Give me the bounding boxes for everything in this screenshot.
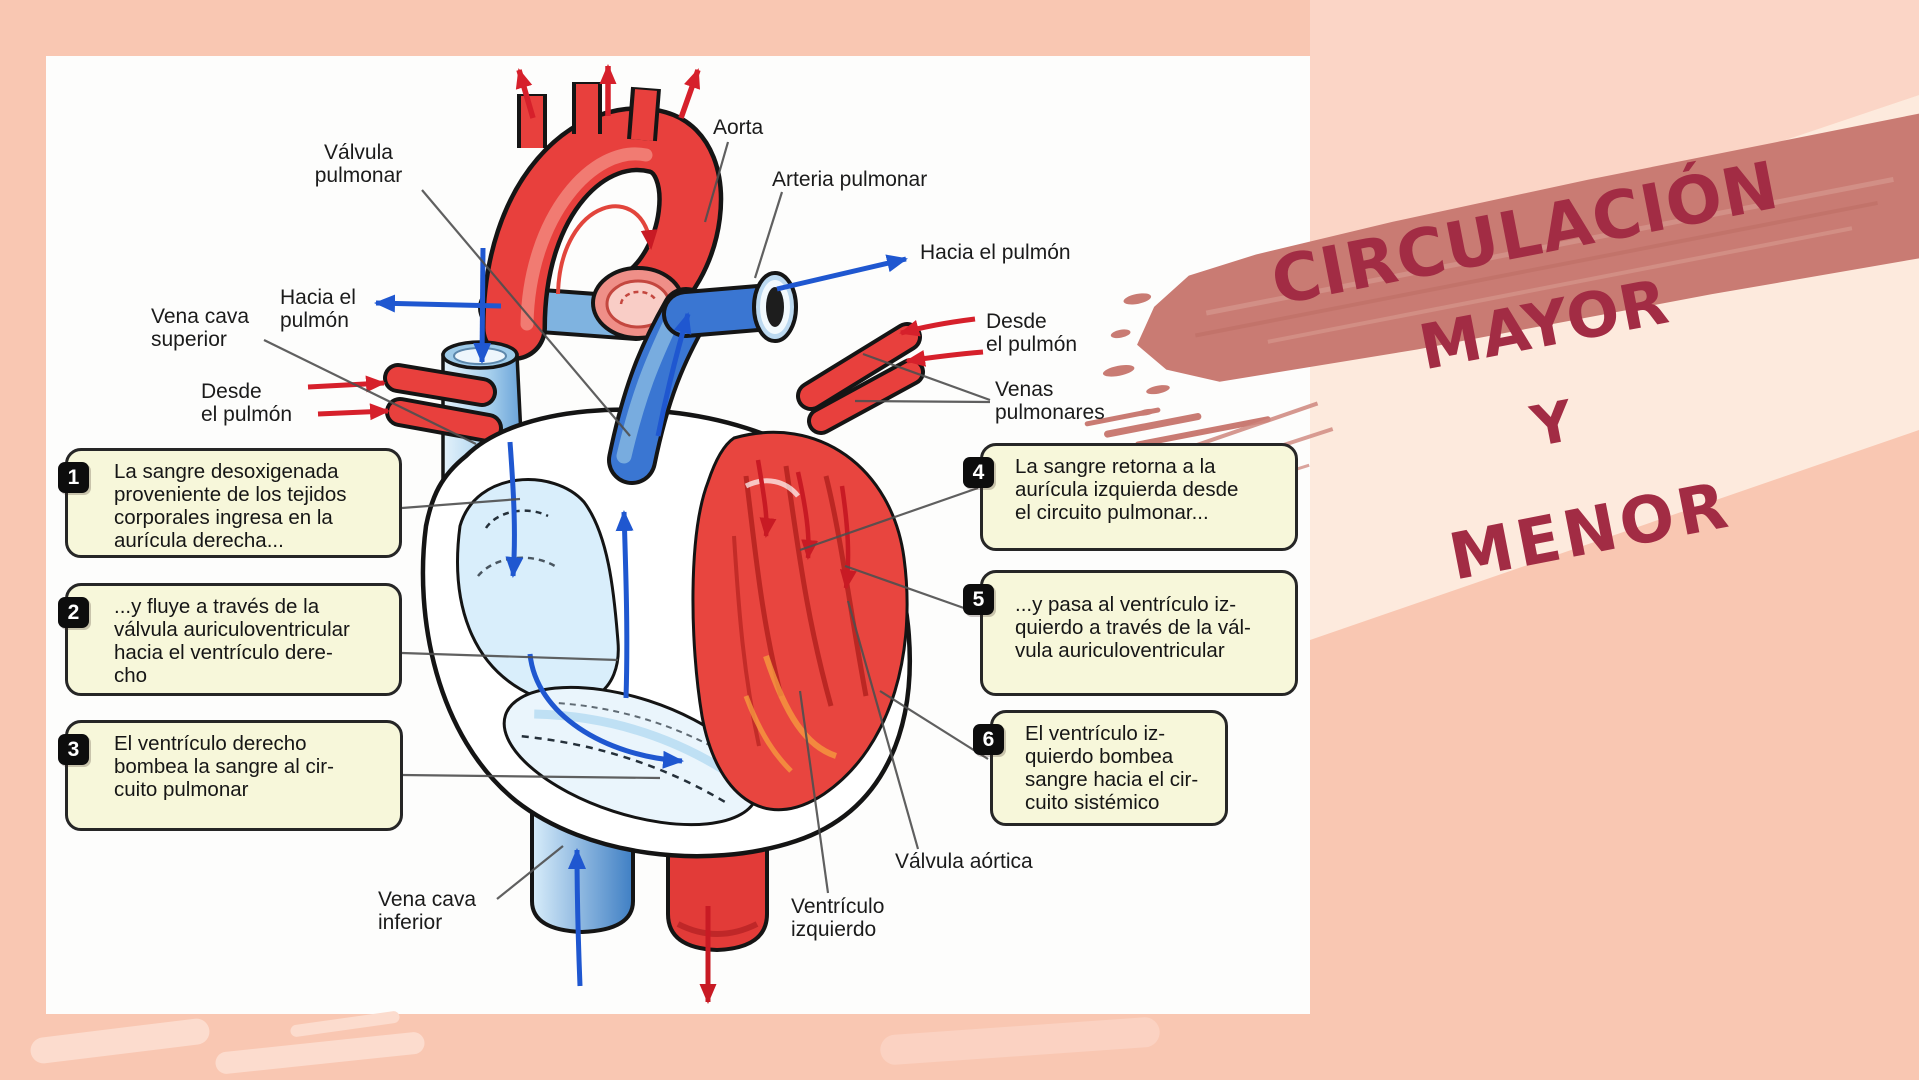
aorta-arch [481,82,724,361]
leader-venas-pulmonares-2 [854,399,991,404]
callout-step-5: 5 ...y pasa al ventrículo iz- quierdo a … [963,570,1298,696]
leader-step-4 [799,486,979,552]
step-1-badge: 1 [58,462,89,493]
aorta-top-arrows [515,64,701,119]
step-2-badge: 2 [58,597,89,628]
leader-step-6 [879,690,989,760]
right-atrium [456,478,620,705]
step-3-badge: 3 [58,734,89,765]
step-6-badge: 6 [973,724,1004,755]
left-heart [691,430,909,812]
label-valvula-aortica: Válvula aórtica [895,850,1033,873]
heart-diagram-panel: Válvula pulmonar Aorta Arteria pulmonar … [46,56,1310,1014]
bottom-streaks [30,1011,1160,1074]
callout-step-3: 3 El ventrículo derecho bombea la sangre… [58,720,403,831]
label-valvula-pulmonar: Válvula pulmonar [314,141,403,187]
step-5-badge: 5 [963,584,994,615]
label-hacia-el-pulmon-right: Hacia el pulmón [920,241,1071,264]
pulmonary-veins-left [796,322,925,435]
blue-flow-arrows [374,254,908,987]
label-desde-el-pulmon-left: Desde el pulmón [201,380,293,426]
leader-valvula-aortica [846,600,920,850]
label-venas-pulmonares: Venas pulmonares [995,378,1105,424]
leader-lines [263,141,991,900]
leader-ventriculo-izquierdo [798,690,830,894]
callout-step-6: 6 El ventrículo iz- quierdo bombea sangr… [973,710,1228,826]
leader-step-1 [401,497,521,510]
leader-venas-pulmonares-1 [862,352,991,402]
label-hacia-el-pulmon-left: Hacia el pulmón [280,286,356,332]
leader-vena-cava-superior [263,339,477,445]
leader-valvula-pulmonar [421,189,631,437]
leader-step-3 [401,773,661,780]
step-4-badge: 4 [963,457,994,488]
heart-illustration [263,64,991,1004]
callout-step-4: 4 La sangre retorna a la aurícula izquie… [963,443,1298,551]
label-vena-cava-superior: Vena cava superior [151,305,250,351]
callout-step-2: 2 ...y fluye a través de la válvula auri… [58,583,402,696]
leader-arteria-pulmonar [753,191,784,279]
label-aorta: Aorta [713,116,764,139]
desde-pulmon-right-arrows [899,316,984,367]
label-arteria-pulmonar: Arteria pulmonar [772,168,928,191]
label-vena-cava-inferior: Vena cava inferior [378,888,477,934]
leader-aorta [703,141,730,223]
desde-pulmon-left-arrows [307,375,390,421]
leader-step-2 [401,651,619,662]
label-desde-el-pulmon-right: Desde el pulmón [986,310,1078,356]
callout-step-1: 1 La sangre desoxigenada proveniente de … [58,448,402,558]
label-ventriculo-izquierdo: Ventrículo izquierdo [791,895,885,941]
leader-step-5 [844,564,979,615]
leader-vena-cava-inferior [496,845,564,900]
